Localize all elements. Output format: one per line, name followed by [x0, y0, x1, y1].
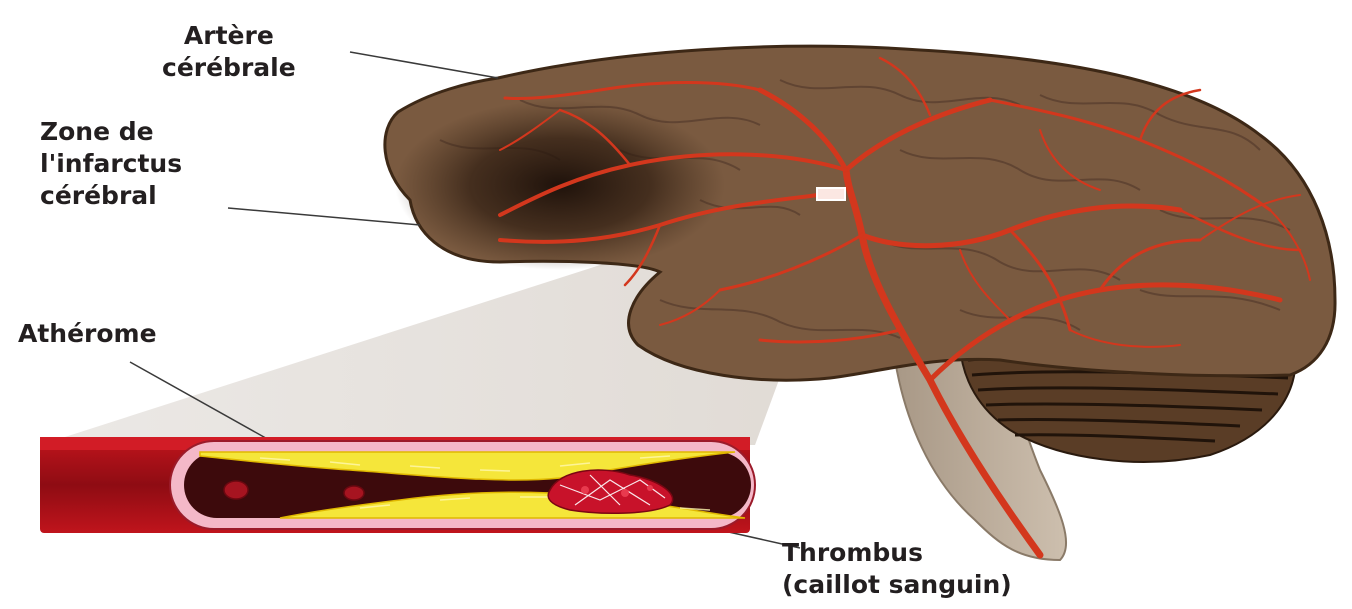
clot-locator-box — [817, 188, 845, 200]
label-line: cérébral — [40, 180, 182, 212]
red-blood-cell-icon — [224, 481, 248, 499]
label-line: Athérome — [18, 318, 157, 350]
label-infarct-zone: Zone de l'infarctus cérébral — [40, 116, 182, 212]
red-blood-cell-icon — [344, 486, 364, 500]
label-line: l'infarctus — [40, 148, 182, 180]
label-line: Thrombus — [782, 537, 1012, 569]
label-line: cérébrale — [162, 52, 296, 84]
artery-cross-section — [40, 437, 755, 533]
label-cerebral-artery: Artère cérébrale — [162, 20, 296, 84]
label-line: Artère — [162, 20, 296, 52]
label-thrombus: Thrombus (caillot sanguin) — [782, 537, 1012, 601]
label-atheroma: Athérome — [18, 318, 157, 350]
label-line: (caillot sanguin) — [782, 569, 1012, 601]
label-line: Zone de — [40, 116, 182, 148]
